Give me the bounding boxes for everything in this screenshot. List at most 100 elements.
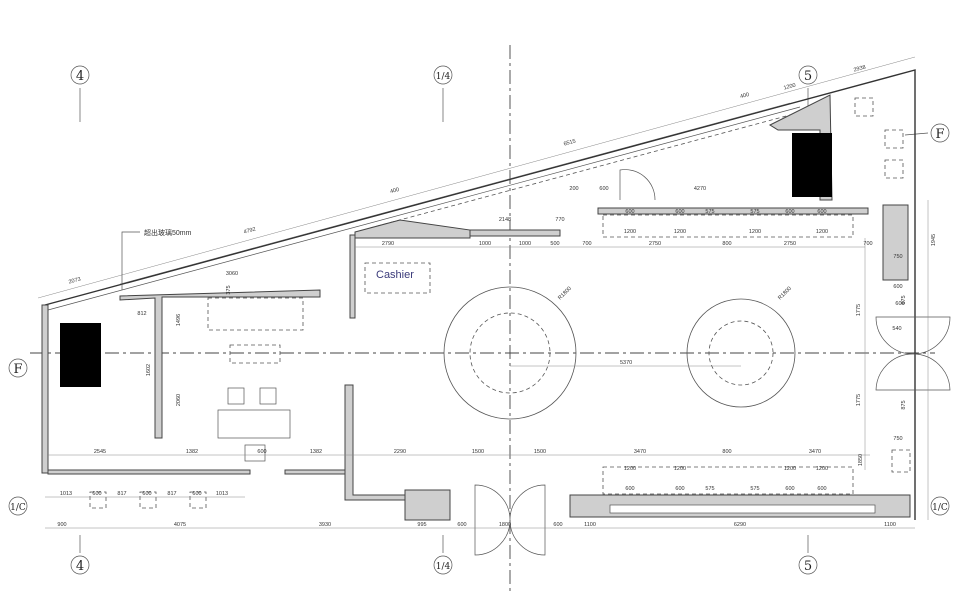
svg-text:5: 5 [804,69,812,84]
dimension-label: 600 [553,522,562,528]
dimension-label: 1100 [884,522,896,528]
axis-line-F-right [904,132,929,136]
glass-note-leader [121,231,140,290]
dimension-label: 1382 [310,449,322,455]
right-double-door[interactable] [875,316,951,391]
cashier-wall [349,234,356,319]
dimension-label: 600 [192,491,201,497]
display-counter-top[interactable] [602,214,854,238]
dimension-label: 4792 [243,227,256,236]
display-stand[interactable] [189,491,207,509]
dimension-label: 817 [117,491,126,497]
dimension-label: 2060 [176,394,182,406]
entrance-double-door[interactable] [474,484,546,556]
bottom-window-frame [609,504,876,514]
dimension-label: 600 [675,209,684,215]
sofa[interactable] [207,297,304,331]
dimension-label: 400 [390,187,400,195]
dimension-label: 600 [257,449,266,455]
dimension-label: 1800 [499,522,511,528]
display-stand[interactable] [891,449,911,473]
dimension-label: 2750 [649,241,661,247]
top-wall-right [597,207,869,215]
dimension-label: 600 [675,486,684,492]
chair[interactable] [259,387,277,405]
axis-bubble-1-C-right: 1/C [930,496,950,516]
display-stand[interactable] [139,491,157,509]
display-stand[interactable] [89,491,107,509]
dimension-label: 600 [817,209,826,215]
svg-text:F: F [935,127,944,142]
dimension-label: 1775 [856,304,862,316]
dimension-label: 1496 [176,314,182,326]
axis-bubble-1-C-left: 1/C [8,496,28,516]
dimension-label: 1200 [749,229,761,235]
dimension-label: 1013 [216,491,228,497]
dimension-label: 1200 [816,229,828,235]
axis-bubble-4-top: 4 [70,65,90,85]
dimension-label: 6290 [734,522,746,528]
dimension-label: 1200 [674,466,686,472]
dimension-label: 2750 [784,241,796,247]
middle-room-wall [344,384,431,501]
dimension-label: 1200 [816,466,828,472]
table-spacing-label: 5370 [620,360,632,366]
display-stand[interactable] [884,159,904,179]
left-exterior-wall [41,304,49,474]
chair[interactable] [244,444,266,462]
dimension-label: 875 [901,295,907,304]
svg-text:4: 4 [76,69,84,84]
top-wall-left [469,229,561,237]
right-column-wall [882,204,909,281]
dimension-label: 995 [417,522,426,528]
top-door-swing[interactable] [619,169,656,201]
dimension-label: 600 [895,301,904,307]
dimension-label: 2290 [394,449,406,455]
svg-text:1/4: 1/4 [436,72,451,82]
radius-label-right: R1800 [777,286,793,302]
dimension-label: 1382 [186,449,198,455]
axis-bubble-5-top: 5 [798,65,818,85]
dimension-label: 1200 [784,466,796,472]
dimension-label: 540 [892,326,901,332]
dimension-label: 600 [785,486,794,492]
dimension-label: 2545 [94,449,106,455]
dimension-label: 800 [722,241,731,247]
left-room-wall [119,289,321,439]
upper-black-block [792,133,832,197]
dimension-label: 1200 [624,466,636,472]
cashier-counter[interactable] [364,262,431,294]
dimension-label: 3470 [634,449,646,455]
display-stand[interactable] [854,97,874,117]
svg-text:1/C: 1/C [932,503,948,513]
dimension-label: 400 [740,92,750,100]
dimension-label: 700 [582,241,591,247]
dimension-label: 770 [555,217,564,223]
dimension-label: 1500 [472,449,484,455]
coffee-table[interactable] [229,344,281,364]
axis-bubble-1-4-top: 1/4 [433,65,453,85]
meeting-table[interactable] [217,409,291,439]
dimension-label: 1000 [519,241,531,247]
round-table-right[interactable] [686,298,796,408]
dimension-label: 875 [901,400,907,409]
display-stand[interactable] [884,129,904,149]
display-counter-bottom[interactable] [602,466,854,495]
dimension-line-diagonal-inner [119,102,791,285]
exterior-glass-line [44,69,916,520]
dimension-label: 817 [167,491,176,497]
axis-bubble-F-left: F [8,358,28,378]
dimension-label: 1200 [674,229,686,235]
dimension-label: 575 [750,209,759,215]
chair[interactable] [227,387,245,405]
exterior-glass-line-2 [47,106,801,311]
glass-note: 超出玻璃50mm [144,228,192,237]
exterior-glass-dashed [369,114,791,229]
dimension-label: 600 [142,491,151,497]
dimension-label: 575 [750,486,759,492]
round-table-left[interactable] [443,286,577,420]
cashier-label: Cashier [376,269,414,281]
dimension-label: 2938 [853,65,866,74]
dimension-label: 500 [550,241,559,247]
